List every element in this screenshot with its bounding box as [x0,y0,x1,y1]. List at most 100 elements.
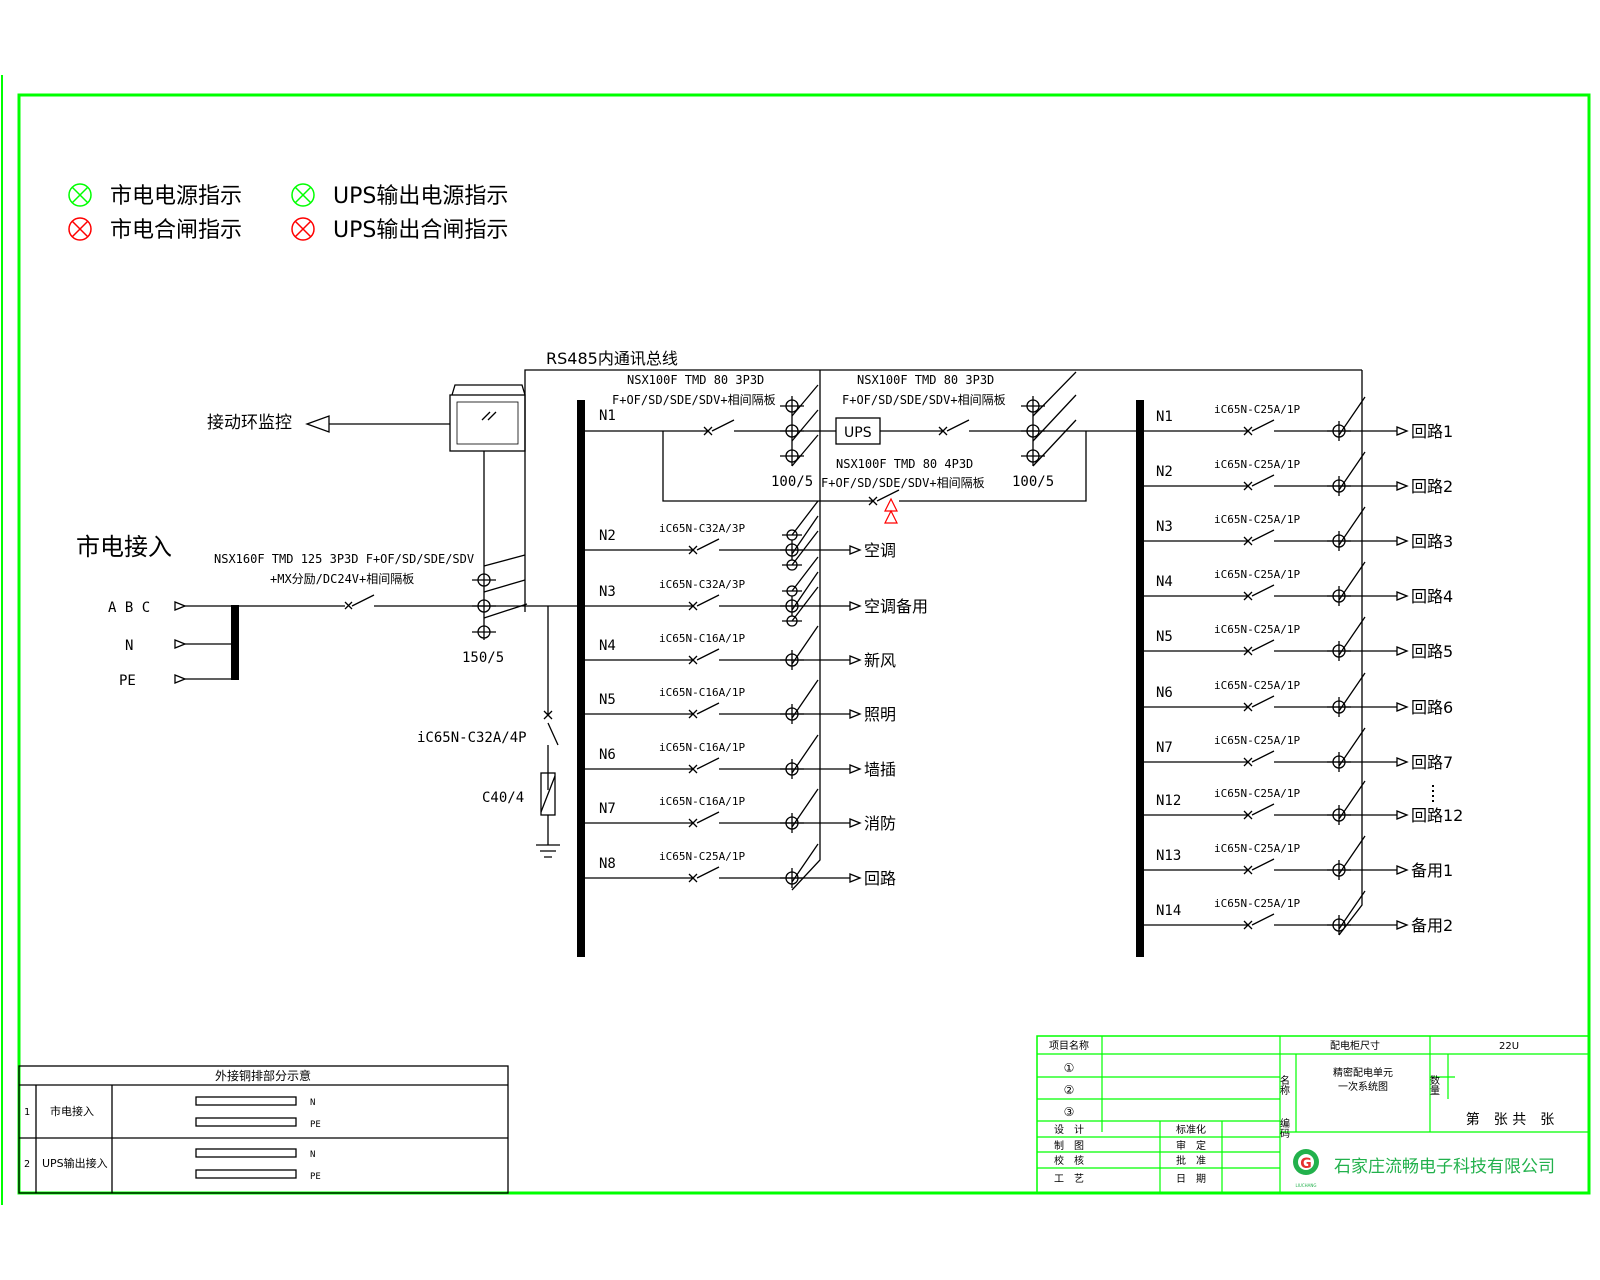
circuit-breaker-label: iC65N-C25A/1P [659,850,745,863]
output-arrow-icon [849,764,862,774]
role-date: 日 期 [1176,1173,1206,1185]
legend-indicator-mains-closed: 市电合闸指示 [68,217,242,243]
role-process: 工 艺 [1054,1173,1084,1185]
legend-indicator-ups-closed: UPS输出合闸指示 [291,217,508,243]
output-arrow-icon [849,709,862,719]
busbar-pe-icon [195,1169,297,1179]
ups-input-breaker-switch [581,419,836,436]
arrow-left-icon [305,415,330,433]
circuit-number: N7 [1156,740,1173,756]
circuit-breaker-label: iC65N-C25A/1P [1214,403,1300,416]
ups-output-breaker-switch [880,419,1137,436]
circuit-breaker-switch [1140,639,1397,656]
circuit-breaker-label: iC65N-C16A/1P [659,632,745,645]
rs485-bus-line [524,369,1362,612]
copper-table-title: 外接铜排部分示意 [215,1068,311,1083]
copper-row-1-bar-pe: PE [310,1120,321,1130]
circuit-number: N3 [599,584,616,600]
ct-main-icon [472,570,496,640]
cabinet-size-value: 22U [1499,1041,1519,1052]
ct-main-ratio: 150/5 [462,650,504,666]
circuit-breaker-switch [1140,584,1397,601]
circuit-load-label: 回路12 [1411,806,1463,825]
name-value-2: 一次系统图 [1338,1080,1388,1093]
indicator-cross-icon [71,220,89,238]
circuit-load-label: 空调备用 [864,597,928,616]
busbar-n-icon [195,1148,297,1158]
surge-protection: iC65N-C32A/4P C40/4 [417,606,560,858]
circuit-breaker-label: iC65N-C25A/1P [1214,623,1300,636]
circuit-breaker-label: iC65N-C25A/1P [1214,842,1300,855]
legend-label: UPS输出合闸指示 [333,218,508,243]
circuit-number: N4 [1156,574,1173,590]
input-conductors [185,605,235,680]
indicator-lamp-icon [291,217,315,241]
legend-label: UPS输出电源指示 [333,184,508,209]
ups-label: UPS [844,425,872,441]
circuit-load-label: 墙插 [864,760,896,779]
copper-row-2-no: 2 [24,1159,30,1170]
main-breaker-label-2: +MX分励/DC24V+相间隔板 [270,572,414,586]
qty-label: 数量 [1428,1074,1440,1095]
role-design: 设 计 [1054,1123,1084,1136]
logo-sub: LIUCHANG [1296,1183,1317,1188]
circuit-breaker-label: iC65N-C25A/1P [1214,679,1300,692]
circuit-load-label: 备用1 [1411,861,1453,880]
output-arrow-icon [1396,865,1409,875]
ups-out-breaker-label-2: F+OF/SD/SDE/SDV+相间隔板 [842,393,1006,407]
output-arrow-icon [849,601,862,611]
circuit-breaker-label: iC65N-C32A/3P [659,522,745,535]
circuit-number: N14 [1156,903,1181,919]
circuit-number: N12 [1156,793,1181,809]
circuit-breaker-label: iC65N-C16A/1P [659,686,745,699]
ct-ups-out-icon [1021,371,1077,467]
circuit-number: N2 [599,528,616,544]
circuit-number: N8 [599,856,616,872]
rs485-label: RS485内通讯总线 [546,349,678,368]
circuit-number: N6 [1156,685,1173,701]
left-compartment-edge [791,505,821,891]
phase-label-abc: A B C [108,600,150,616]
circle-2: ② [1064,1083,1075,1097]
circuit-load-label: 消防 [864,814,896,833]
drawing-frame [17,93,1591,1195]
circuit-number: N6 [599,747,616,763]
main-breaker-label: NSX160F TMD 125 3P3D F+OF/SD/SDE/SDV [214,552,474,566]
ups-branch: NSX100F TMD 80 3P3D F+OF/SD/SDE/SDV+相间隔板… [581,370,1137,524]
spd-breaker-switch [543,606,559,790]
circle-1: ① [1064,1061,1075,1075]
right-circuit-6: N6 iC65N-C25A/1P 回路6 [1140,672,1453,717]
sheet-count: 第 张 共 张 [1466,1111,1554,1128]
circuit-breaker-switch [1140,858,1397,875]
logo-letter: G [1300,1156,1312,1172]
busbar-n-icon [195,1096,297,1106]
circuit-load-label: 空调 [864,541,896,560]
circuit-breaker-switch [581,866,850,883]
copper-row-2-bar-n: N [310,1150,315,1160]
output-arrow-icon [849,545,862,555]
legend-label: 市电合闸指示 [110,218,242,243]
circuit-load-label: 新风 [864,651,896,670]
ct-ups-out-ratio: 100/5 [1012,474,1054,490]
circuit-load-label: 回路7 [1411,753,1453,772]
circuit-breaker-switch [1140,529,1397,546]
code-label: 编码 [1278,1117,1290,1139]
company-name: 石家庄流畅电子科技有限公司 [1334,1157,1555,1177]
bypass-breaker-label: NSX100F TMD 80 4P3D [836,457,973,471]
circuit-breaker-switch [1140,750,1397,767]
copper-row-1-no: 1 [24,1107,30,1118]
circuit-load-label: 回路6 [1411,698,1453,717]
phase-label-n: N [125,638,133,654]
copper-bar-table: 外接铜排部分示意 1 市电接入 N PE 2 UPS输出接入 N PE [18,1065,509,1194]
circuit-load-label: 照明 [864,705,896,724]
role-approve: 批 准 [1176,1154,1206,1167]
circuit-breaker-switch [581,811,850,828]
project-label: 项目名称 [1049,1039,1089,1052]
